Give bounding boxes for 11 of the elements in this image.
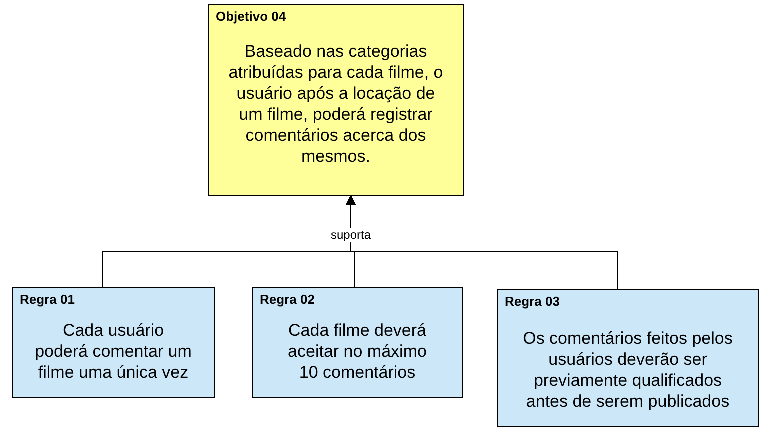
box-text: Baseado nas categorias atribuídas para cada filme, o usuário após a locação de um filme, poderá registrar comentários acerca dos mesmos. [228, 41, 444, 167]
goal-box [208, 4, 464, 196]
box-heading: Regra 01 [20, 292, 75, 307]
box-text: Os comentários feitos pelos usuários deverão ser previamente qualificados antes de serem publicados [522, 328, 734, 412]
edge-label: suporta [330, 228, 372, 242]
box-text: Cada usuário poderá comentar um filme uma única vez [35, 320, 192, 383]
connector-arrow [346, 195, 618, 290]
box-heading: Objetivo 04 [216, 9, 286, 24]
box-heading: Regra 02 [260, 292, 315, 307]
box-text: Cada filme deverá aceitar no máximo 10 comentários [287, 320, 428, 383]
box-heading: Regra 03 [505, 294, 560, 309]
